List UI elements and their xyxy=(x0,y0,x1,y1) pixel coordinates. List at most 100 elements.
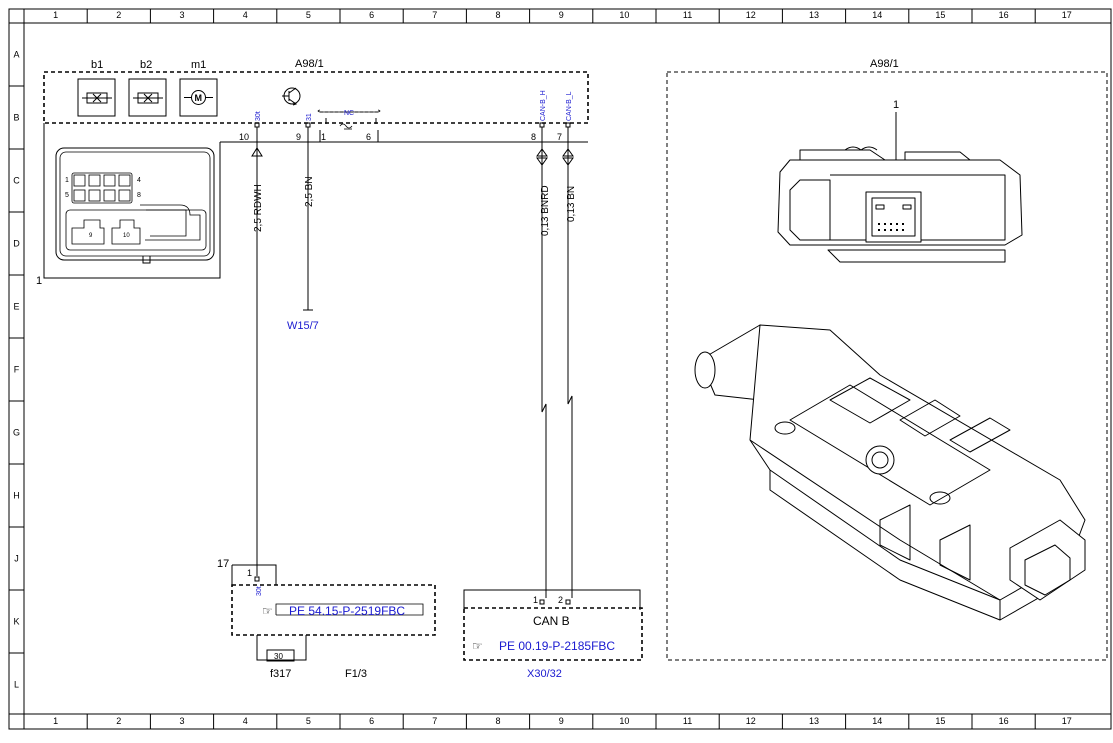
grid-row-label: A xyxy=(13,50,19,60)
fuse-pin-1: 1 xyxy=(247,568,252,578)
wire-can-bn xyxy=(567,127,573,598)
grid-col-label: 2 xyxy=(116,716,121,726)
b2-sensor-box xyxy=(128,78,167,117)
can-b-box xyxy=(463,607,643,661)
grid-col-label: 5 xyxy=(306,10,311,20)
grid-col-label: 5 xyxy=(306,716,311,726)
pin-10: 10 xyxy=(239,132,249,142)
pin-8: 8 xyxy=(531,132,536,142)
grid-col-label: 14 xyxy=(872,716,882,726)
wire-can-bn-label: 0,13 BN xyxy=(566,186,577,222)
grid-col-label: 13 xyxy=(809,716,819,726)
conn-pin-4: 4 xyxy=(137,177,141,184)
grid-col-label: 2 xyxy=(116,10,121,20)
wire-rdwh-label: 2,5 RDWH xyxy=(253,184,264,232)
grid-ticks xyxy=(9,9,1036,729)
can-pin-2: 2 xyxy=(558,595,563,605)
can-b-label: CAN B xyxy=(533,614,570,628)
fuse-symbol xyxy=(266,649,295,662)
grid-row-label: J xyxy=(14,554,19,564)
wire-bnrd xyxy=(541,127,547,598)
grid-row-label: D xyxy=(13,239,20,249)
grid-col-label: 11 xyxy=(683,716,692,726)
grid-row-label: B xyxy=(13,113,19,123)
grid-row-label: E xyxy=(13,302,19,312)
nc-label: NC xyxy=(344,110,354,117)
picture-index: 1 xyxy=(893,99,899,111)
grid-col-label: 1 xyxy=(53,716,58,726)
frame-outer xyxy=(8,8,1112,730)
actuator-iso-view xyxy=(694,324,1086,621)
wire-rdwh-arrow xyxy=(251,147,263,157)
b1-label: b1 xyxy=(91,59,103,71)
grid-row-label: C xyxy=(13,176,20,186)
fuse-value: 30 xyxy=(274,652,283,661)
component-picture-box xyxy=(666,71,1108,661)
grid-col-label: 12 xyxy=(746,10,756,20)
svg-text:M: M xyxy=(195,93,203,103)
grid-col-label: 17 xyxy=(1062,10,1072,20)
can-ref-icon: ☞ xyxy=(472,639,483,653)
can-connector: X30/32 xyxy=(527,668,562,680)
module-label: A98/1 xyxy=(295,58,324,70)
grid-col-label: 15 xyxy=(935,716,945,726)
conn-pin-8: 8 xyxy=(137,192,141,199)
fuse-block-index: 17 xyxy=(217,558,229,570)
grid-row-label: K xyxy=(13,617,19,627)
grid-col-label: 15 xyxy=(935,10,945,20)
grid-col-label: 8 xyxy=(495,716,500,726)
conn-pin-10: 10 xyxy=(123,233,130,239)
connector-top-view xyxy=(777,146,1023,263)
sig-can-l: CAN-B_L xyxy=(566,91,573,121)
grid-col-label: 9 xyxy=(559,716,564,726)
grid-col-label: 16 xyxy=(999,716,1009,726)
grid-col-label: 11 xyxy=(683,10,692,20)
grid-col-label: 9 xyxy=(559,10,564,20)
wire-bn-label: 2,5 BN xyxy=(304,176,315,207)
fuse-block-box xyxy=(231,584,436,636)
b2-label: b2 xyxy=(140,59,152,71)
grid-col-label: 10 xyxy=(619,716,629,726)
connector-outline xyxy=(43,123,221,279)
grid-col-label: 14 xyxy=(872,10,882,20)
pin-6: 6 xyxy=(366,132,371,142)
grid-row-label: H xyxy=(13,491,20,501)
m1-motor-box xyxy=(179,78,218,117)
nc-switch-symbol: NC xyxy=(317,109,381,130)
pin-1: 1 xyxy=(321,132,326,142)
grid-col-label: 4 xyxy=(243,716,248,726)
grid-col-label: 6 xyxy=(369,10,374,20)
conn-pin-9: 9 xyxy=(89,233,93,239)
picture-label: A98/1 xyxy=(870,58,899,70)
b1-sensor-box xyxy=(77,78,116,117)
transistor-icon xyxy=(282,87,301,106)
pin-7: 7 xyxy=(557,132,562,142)
grid-col-label: 6 xyxy=(369,716,374,726)
pin-9: 9 xyxy=(296,132,301,142)
grid-col-label: 17 xyxy=(1062,716,1072,726)
connector-index: 1 xyxy=(36,275,42,287)
ground-label: W15/7 xyxy=(287,320,319,332)
grid-col-label: 3 xyxy=(179,10,184,20)
can-ref: PE 00.19-P-2185FBC xyxy=(499,639,615,653)
grid-col-label: 8 xyxy=(495,10,500,20)
fuse-pin-30t: 30t xyxy=(256,586,263,596)
fuse-ref-icon: ☞ xyxy=(262,604,273,618)
grid-labels: 1122334455667788991010111112121313141415… xyxy=(13,10,1072,726)
grid-col-label: 1 xyxy=(53,10,58,20)
grid-col-label: 16 xyxy=(999,10,1009,20)
grid-col-label: 4 xyxy=(243,10,248,20)
can-pin-1: 1 xyxy=(533,595,538,605)
conn-pin-5: 5 xyxy=(65,192,69,199)
grid-col-label: 12 xyxy=(746,716,756,726)
conn-pin-1: 1 xyxy=(65,177,69,184)
grid-col-label: 7 xyxy=(432,10,437,20)
fuse-block-ref: PE 54.15-P-2519FBC xyxy=(289,604,405,618)
grid-col-label: 7 xyxy=(432,716,437,726)
fuse-location: F1/3 xyxy=(345,668,367,680)
m1-label: m1 xyxy=(191,59,206,71)
module-a98-1-box xyxy=(43,71,589,124)
grid-col-label: 13 xyxy=(809,10,819,20)
